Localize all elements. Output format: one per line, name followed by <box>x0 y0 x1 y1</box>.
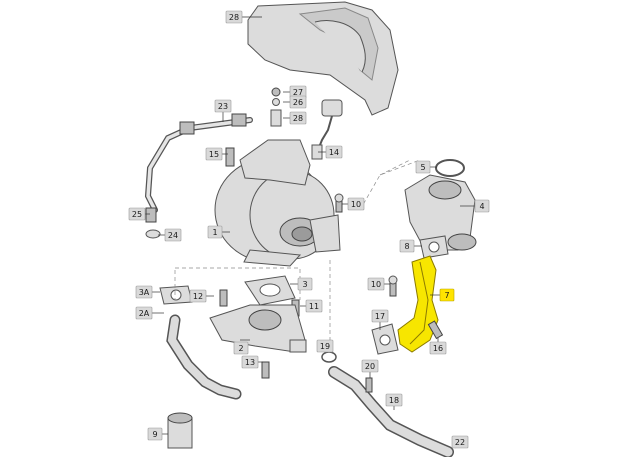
pipe-18-part <box>328 366 454 457</box>
callout-10-lower-label: 10 <box>371 280 381 289</box>
turbocharger-part <box>214 139 341 267</box>
bolt-16-part <box>427 320 444 340</box>
gasket-17-part <box>371 323 399 355</box>
bolt-12-part <box>219 289 228 307</box>
callout-13: 13 <box>241 355 259 369</box>
gasket-3a-part <box>159 285 193 305</box>
callout-15-label: 15 <box>209 150 219 159</box>
callout-2a: 2A <box>135 306 153 320</box>
callout-10-lower: 10 <box>367 277 385 291</box>
bolt-20-part <box>365 377 373 393</box>
exhaust-manifold-flange-part <box>404 174 477 251</box>
callout-2-label: 2 <box>238 344 243 353</box>
callout-23: 23 <box>214 99 232 113</box>
callout-12: 12 <box>189 289 207 303</box>
callout-19: 19 <box>316 339 334 353</box>
sensor-part <box>311 99 343 160</box>
callout-16-label: 16 <box>433 344 443 353</box>
gasket-8-part <box>419 235 449 259</box>
callout-20: 20 <box>361 359 379 373</box>
callout-1-label: 1 <box>212 228 217 237</box>
callout-25: 25 <box>128 207 146 221</box>
callout-3-label: 3 <box>302 280 307 289</box>
callout-18-label: 18 <box>389 396 399 405</box>
highlighted-pipe-7-part <box>397 255 439 353</box>
callout-28: 28 <box>225 10 243 24</box>
gasket-3-part <box>244 275 296 306</box>
callout-13-label: 13 <box>245 358 255 367</box>
callout-12-label: 12 <box>193 292 203 301</box>
callout-26: 26 <box>289 95 307 109</box>
callout-3a: 3A <box>135 285 153 299</box>
bolt-15-part <box>225 147 235 167</box>
callout-4: 4 <box>474 199 490 213</box>
gasket-5-part <box>435 159 465 177</box>
callout-28-label: 28 <box>229 13 239 22</box>
pipe-2a-part <box>166 314 242 400</box>
callout-28-lower-label: 28 <box>293 114 303 123</box>
callout-23-label: 23 <box>218 102 228 111</box>
callout-3: 3 <box>297 277 313 291</box>
callout-5: 5 <box>415 160 431 174</box>
oil-line-pipe <box>144 113 253 213</box>
bolt-13-part <box>261 361 270 379</box>
callout-7-highlighted: 7 <box>439 288 455 302</box>
callout-24: 24 <box>164 228 182 242</box>
banjo-clip-part <box>145 207 161 239</box>
callout-1: 1 <box>207 225 223 239</box>
callout-8: 8 <box>399 239 415 253</box>
callout-11-label: 11 <box>309 302 319 311</box>
callout-7-label: 7 <box>444 291 449 300</box>
callout-28-lower: 28 <box>289 111 307 125</box>
callout-15: 15 <box>205 147 223 161</box>
callout-22: 22 <box>451 435 469 449</box>
callout-14: 14 <box>325 145 343 159</box>
assembly-guide-lines <box>174 159 421 350</box>
callout-2a-label: 2A <box>139 309 150 318</box>
callout-22-label: 22 <box>455 438 465 447</box>
callout-25-label: 25 <box>132 210 142 219</box>
sleeve-9-part <box>167 412 193 449</box>
callout-4-label: 4 <box>479 202 484 211</box>
callout-17-label: 17 <box>375 312 385 321</box>
callout-10-upper: 10 <box>347 197 365 211</box>
callout-16: 16 <box>429 341 447 355</box>
callout-2: 2 <box>233 341 249 355</box>
callout-8-label: 8 <box>404 242 409 251</box>
bolt-10-upper-part <box>334 193 344 213</box>
callout-10-upper-label: 10 <box>351 200 361 209</box>
callout-24-label: 24 <box>168 231 178 240</box>
heat-shield-part <box>247 1 399 116</box>
callout-26-label: 26 <box>293 98 303 107</box>
callout-9-label: 9 <box>152 430 157 439</box>
callout-27-label: 27 <box>293 88 303 97</box>
callout-3a-label: 3A <box>139 288 150 297</box>
callout-18: 18 <box>385 393 403 407</box>
callout-14-label: 14 <box>329 148 339 157</box>
callout-5-label: 5 <box>420 163 425 172</box>
callout-17: 17 <box>371 309 389 323</box>
callout-11: 11 <box>305 299 323 313</box>
bracket-2-part <box>209 304 307 353</box>
callout-19-label: 19 <box>320 342 330 351</box>
callout-9: 9 <box>147 427 163 441</box>
bolt-10-lower-part <box>388 275 398 297</box>
bolt-stack-parts <box>270 87 282 127</box>
gasket-19-part <box>321 351 337 363</box>
callout-20-label: 20 <box>365 362 375 371</box>
